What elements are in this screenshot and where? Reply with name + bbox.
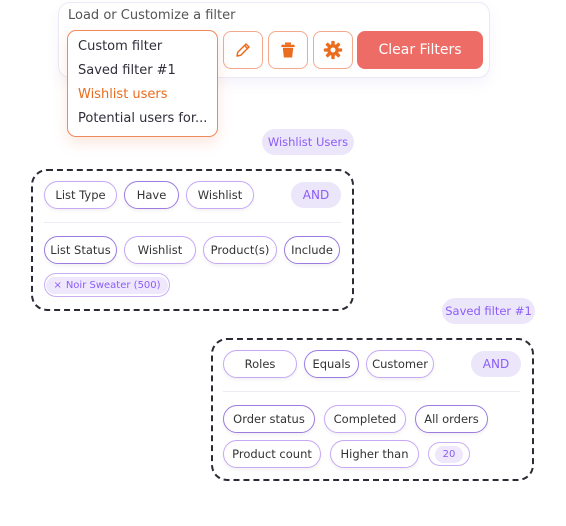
dropdown-item-potential-users[interactable]: Potential users for... [78, 111, 208, 126]
product-pill-label: Noir Sweater (500) [65, 279, 161, 291]
delete-filter-button[interactable] [268, 31, 308, 69]
pencil-icon [236, 43, 250, 57]
filter-chip-all-orders[interactable]: All orders [415, 405, 488, 433]
and-operator-button[interactable]: AND [291, 182, 341, 208]
clear-filters-button[interactable]: Clear Filters [357, 31, 483, 69]
remove-product-icon[interactable]: × [53, 279, 62, 291]
filter-chip-completed[interactable]: Completed [324, 405, 406, 433]
filter-chip-products[interactable]: Product(s) [203, 236, 277, 264]
dropdown-item-custom-filter[interactable]: Custom filter [78, 39, 163, 54]
filter-chip-have[interactable]: Have [124, 181, 179, 209]
filter-settings-button[interactable] [313, 31, 353, 69]
group-divider [44, 222, 341, 223]
filter-chip-higher-than[interactable]: Higher than [330, 440, 419, 468]
product-pill-body: × Noir Sweater (500) [46, 276, 168, 294]
gear-icon [323, 40, 343, 60]
group-divider [223, 391, 520, 392]
edit-filter-button[interactable] [223, 31, 263, 69]
group-tag-saved-filter: Saved filter #1 [442, 298, 535, 324]
count-value-pill[interactable]: 20 [428, 442, 470, 466]
filter-chip-list-status[interactable]: List Status [44, 236, 117, 264]
filter-chip-customer[interactable]: Customer [366, 350, 434, 378]
count-value: 20 [434, 445, 464, 463]
and-operator-button[interactable]: AND [471, 351, 521, 377]
filter-chip-product-count[interactable]: Product count [223, 440, 321, 468]
product-pill: × Noir Sweater (500) [44, 273, 170, 297]
filter-chip-roles[interactable]: Roles [223, 350, 297, 378]
dropdown-item-saved-filter[interactable]: Saved filter #1 [78, 63, 176, 78]
filter-panel-title: Load or Customize a filter [68, 8, 236, 23]
filter-chip-order-status[interactable]: Order status [223, 405, 315, 433]
filter-chip-equals[interactable]: Equals [304, 350, 359, 378]
dropdown-item-wishlist-users[interactable]: Wishlist users [78, 87, 168, 102]
filter-chip-wishlist-value[interactable]: Wishlist [124, 236, 196, 264]
filter-chip-wishlist[interactable]: Wishlist [186, 181, 254, 209]
filter-chip-include[interactable]: Include [284, 236, 340, 264]
filter-chip-list-type[interactable]: List Type [44, 181, 117, 209]
group-tag-wishlist-users: Wishlist Users [262, 129, 354, 155]
trash-icon [281, 42, 295, 58]
filter-dropdown[interactable]: Custom filter Saved filter #1 Wishlist u… [67, 30, 218, 137]
